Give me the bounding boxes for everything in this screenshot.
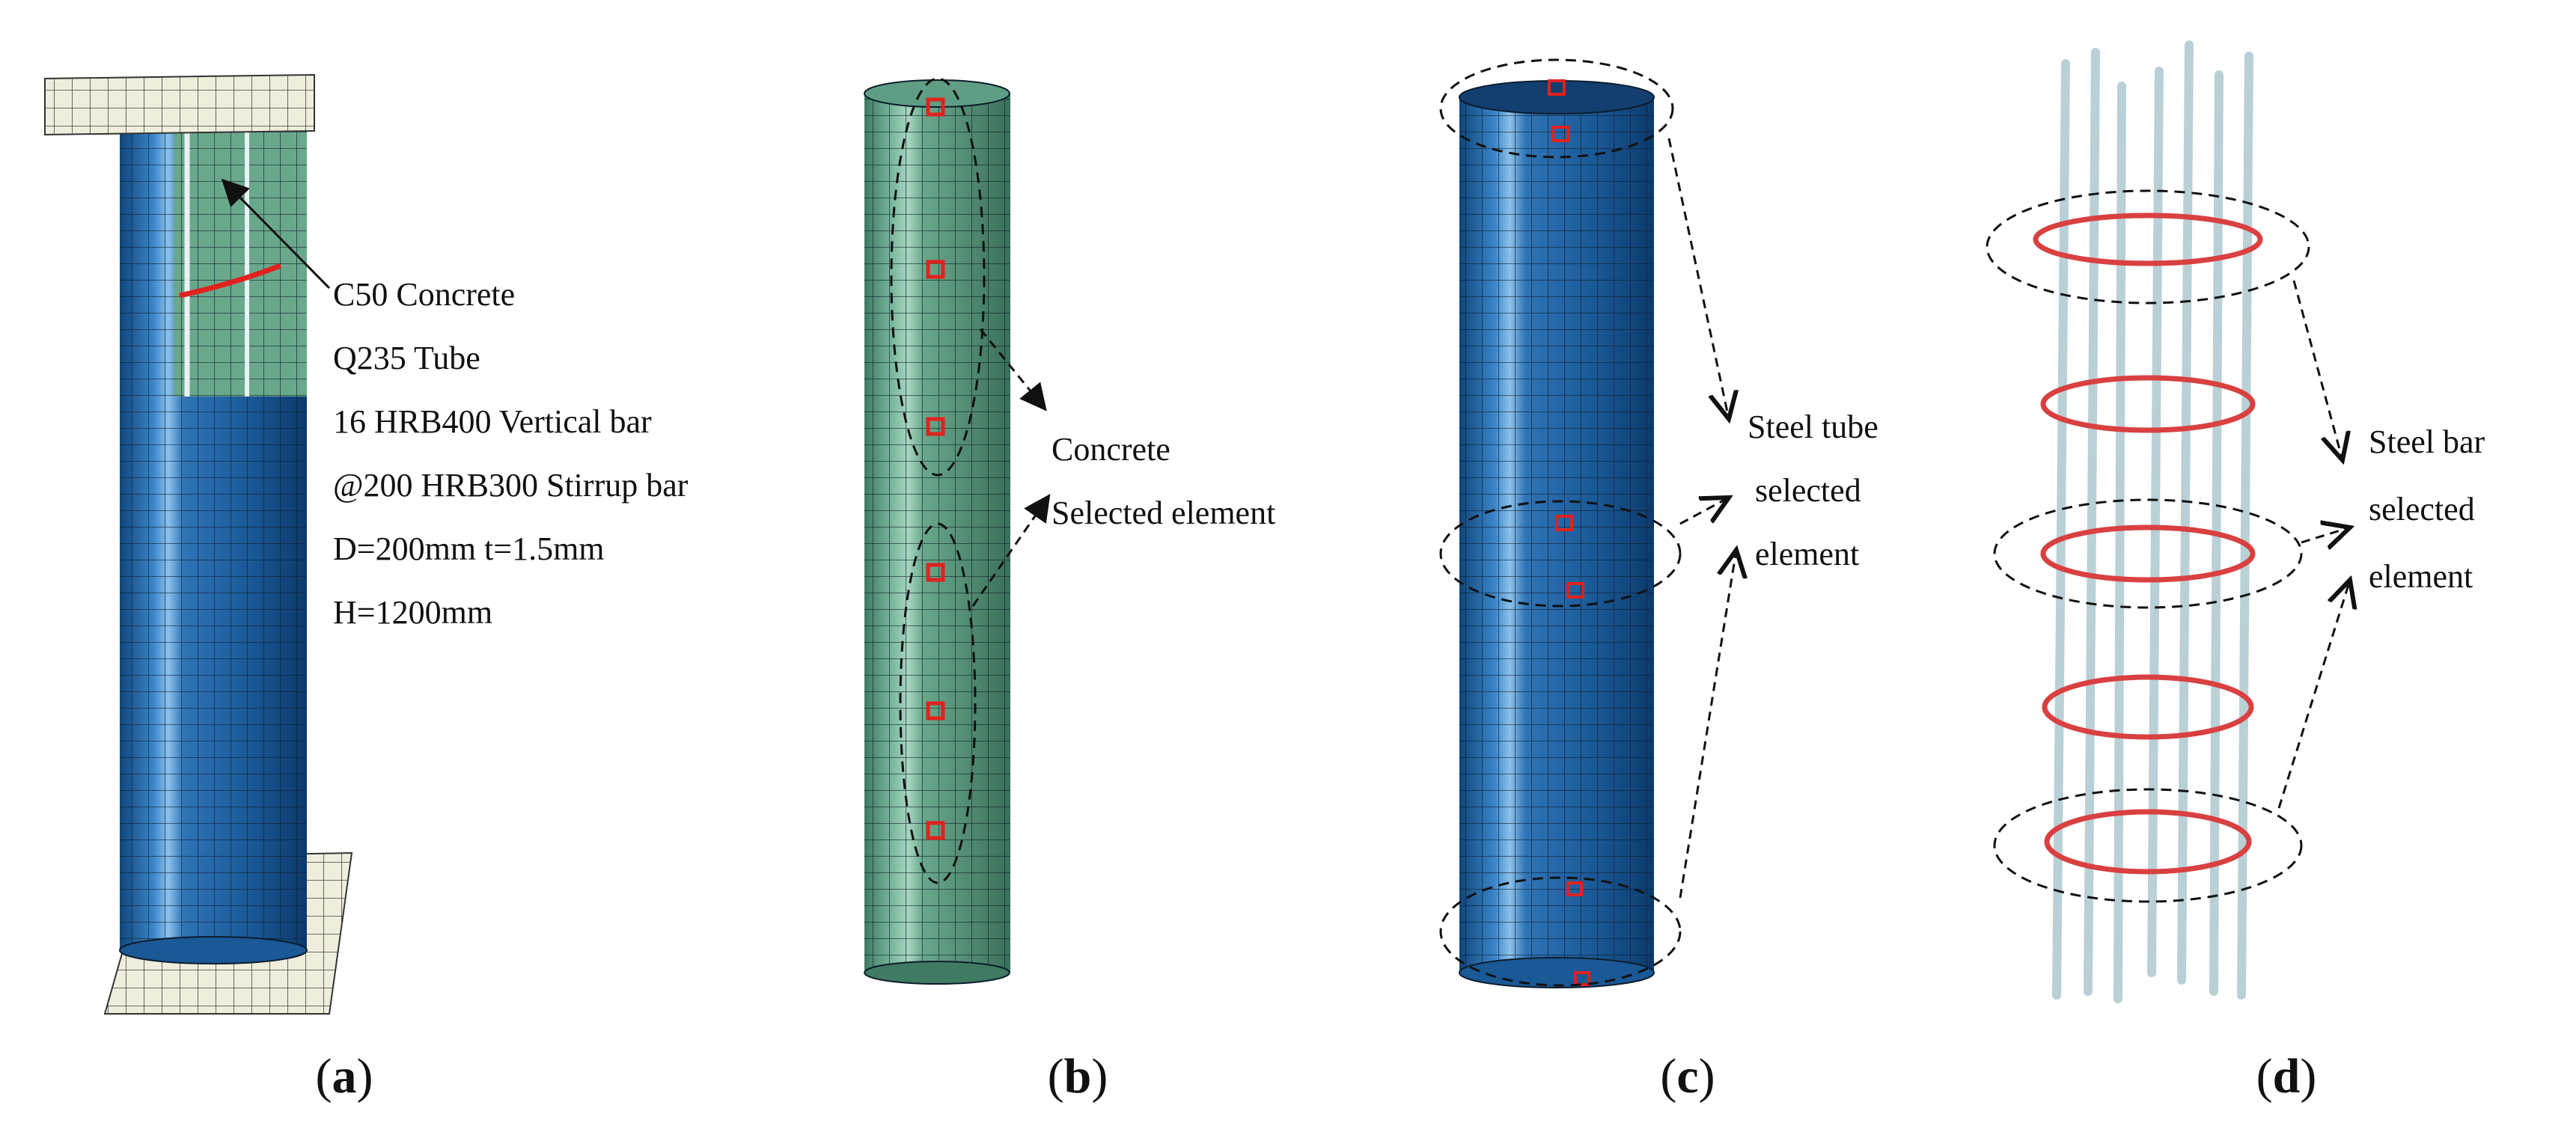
concrete-core-cutaway bbox=[174, 112, 307, 397]
selection-ellipse-lower-b bbox=[899, 522, 977, 884]
concrete-leader-arrow bbox=[221, 178, 331, 290]
leader-arrow-bottom-d bbox=[2277, 580, 2350, 809]
annotation-element-c: element bbox=[1755, 536, 1859, 572]
selection-ellipse-upper-b bbox=[890, 77, 986, 477]
steel-tube-c bbox=[1459, 80, 1655, 988]
annotation-stirrup-bar: @200 HRB300 Stirrup bar bbox=[333, 467, 689, 504]
selection-ellipse-mid-d bbox=[1993, 498, 2303, 609]
panel-b-model bbox=[864, 77, 1051, 985]
selection-ellipse-top-d bbox=[1986, 189, 2310, 305]
panel-d-model bbox=[1986, 40, 2350, 1003]
annotation-dimensions: D=200mm t=1.5mm bbox=[333, 530, 605, 567]
leader-arrow-top-d bbox=[2292, 280, 2342, 460]
selected-element-markers-b bbox=[926, 97, 945, 840]
concrete-leader-arrow-b bbox=[979, 328, 1047, 412]
stirrups bbox=[2033, 212, 2263, 875]
annotation-element-d: element bbox=[2369, 558, 2473, 595]
leader-arrow-top-c bbox=[1667, 138, 1729, 419]
panel-label-a: (a) bbox=[316, 1049, 373, 1104]
annotation-steel-tube: Steel tube bbox=[1748, 409, 1878, 445]
selected-leader-arrow-b bbox=[971, 494, 1051, 607]
annotation-q235-tube: Q235 Tube bbox=[333, 340, 480, 376]
leader-arrow-mid-d bbox=[2301, 527, 2350, 542]
leader-arrow-mid-c bbox=[1679, 498, 1729, 525]
annotation-height: H=1200mm bbox=[333, 594, 492, 631]
annotation-c50-concrete: C50 Concrete bbox=[333, 276, 515, 313]
annotation-selected-d: selected bbox=[2369, 491, 2475, 527]
annotation-selected-element: Selected element bbox=[1052, 495, 1275, 531]
leader-arrow-bottom-c bbox=[1679, 550, 1736, 899]
annotation-steel-bar: Steel bar bbox=[2369, 423, 2485, 460]
panel-a-model bbox=[44, 73, 353, 1015]
selection-ellipse-mid-c bbox=[1439, 500, 1682, 608]
annotation-vertical-bar: 16 HRB400 Vertical bar bbox=[333, 403, 652, 440]
vertical-rebars bbox=[2052, 40, 2253, 1003]
selected-element-markers-c bbox=[1548, 79, 1590, 986]
annotation-selected-c: selected bbox=[1755, 472, 1861, 509]
selection-ellipse-top-c bbox=[1439, 58, 1674, 159]
concrete-core-b bbox=[864, 79, 1010, 985]
selection-ellipse-bottom-c bbox=[1439, 876, 1682, 987]
panel-label-c: (c) bbox=[1660, 1049, 1715, 1104]
panel-label-b: (b) bbox=[1048, 1049, 1108, 1104]
panel-label-d: (d) bbox=[2256, 1049, 2317, 1104]
annotation-concrete: Concrete bbox=[1052, 431, 1171, 468]
selection-ellipse-bottom-d bbox=[1993, 788, 2303, 903]
panel-c-model bbox=[1439, 58, 1736, 988]
